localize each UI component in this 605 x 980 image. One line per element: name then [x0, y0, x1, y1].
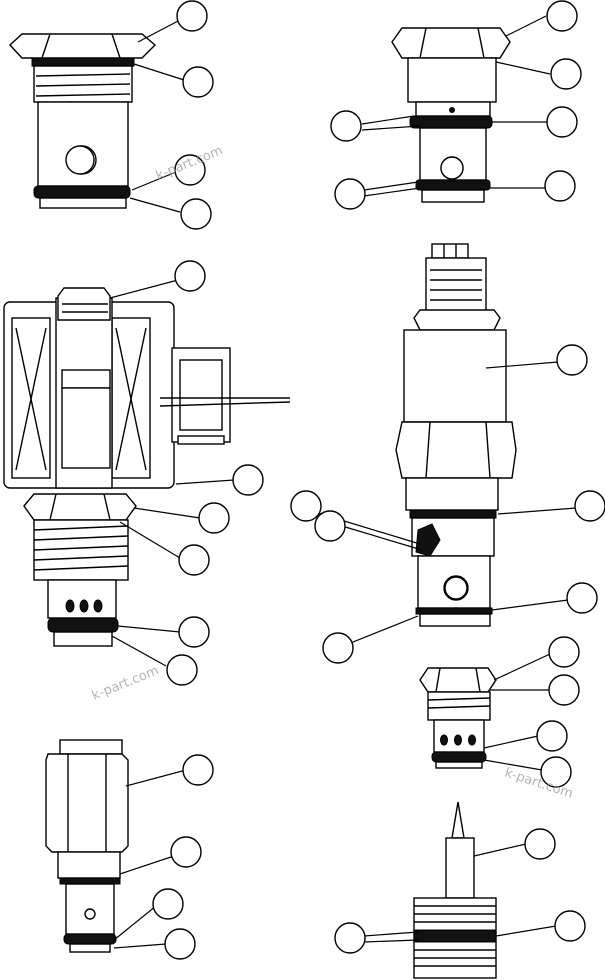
callout-marker — [548, 674, 580, 706]
callout-marker — [536, 720, 568, 752]
callout-marker — [152, 888, 184, 920]
insertion-tool — [413, 801, 497, 979]
callout-marker — [232, 464, 264, 496]
callout-marker — [170, 836, 202, 868]
callout-marker — [164, 928, 196, 960]
callout-marker — [544, 170, 576, 202]
callout-marker — [556, 344, 588, 376]
callout-marker — [182, 66, 214, 98]
solenoid-coil-valve — [3, 287, 291, 647]
callout-marker — [314, 510, 346, 542]
callout-marker — [574, 490, 605, 522]
callout-marker — [322, 632, 354, 664]
callout-marker — [65, 145, 95, 175]
callout-marker — [330, 110, 362, 142]
relief-valve — [395, 243, 517, 627]
cartridge-valve-2 — [391, 27, 511, 203]
callout-marker — [444, 576, 468, 600]
callout-marker — [554, 910, 586, 942]
callout-marker — [524, 828, 556, 860]
callout-marker — [182, 754, 214, 786]
callout-marker — [548, 636, 580, 668]
cartridge-valve-small — [419, 667, 497, 769]
plug-cartridge — [45, 739, 129, 953]
callout-marker — [440, 156, 464, 180]
callout-marker — [546, 0, 578, 32]
callout-marker — [178, 616, 210, 648]
callout-marker — [174, 260, 206, 292]
leader-lines — [109, 15, 577, 949]
callout-marker — [176, 0, 208, 32]
callout-marker — [566, 582, 598, 614]
callout-markers — [65, 0, 605, 960]
callout-marker — [166, 654, 198, 686]
callout-marker — [174, 154, 206, 186]
callout-marker — [334, 178, 366, 210]
callout-marker — [550, 58, 582, 90]
cartridge-valve-1 — [9, 33, 157, 209]
callout-marker — [180, 198, 212, 230]
callout-marker — [540, 756, 572, 788]
watermark: k-part.com — [90, 663, 161, 703]
callout-marker — [546, 106, 578, 138]
callout-marker — [334, 922, 366, 954]
callout-marker — [198, 502, 230, 534]
callout-marker — [290, 490, 322, 522]
callout-marker — [178, 544, 210, 576]
